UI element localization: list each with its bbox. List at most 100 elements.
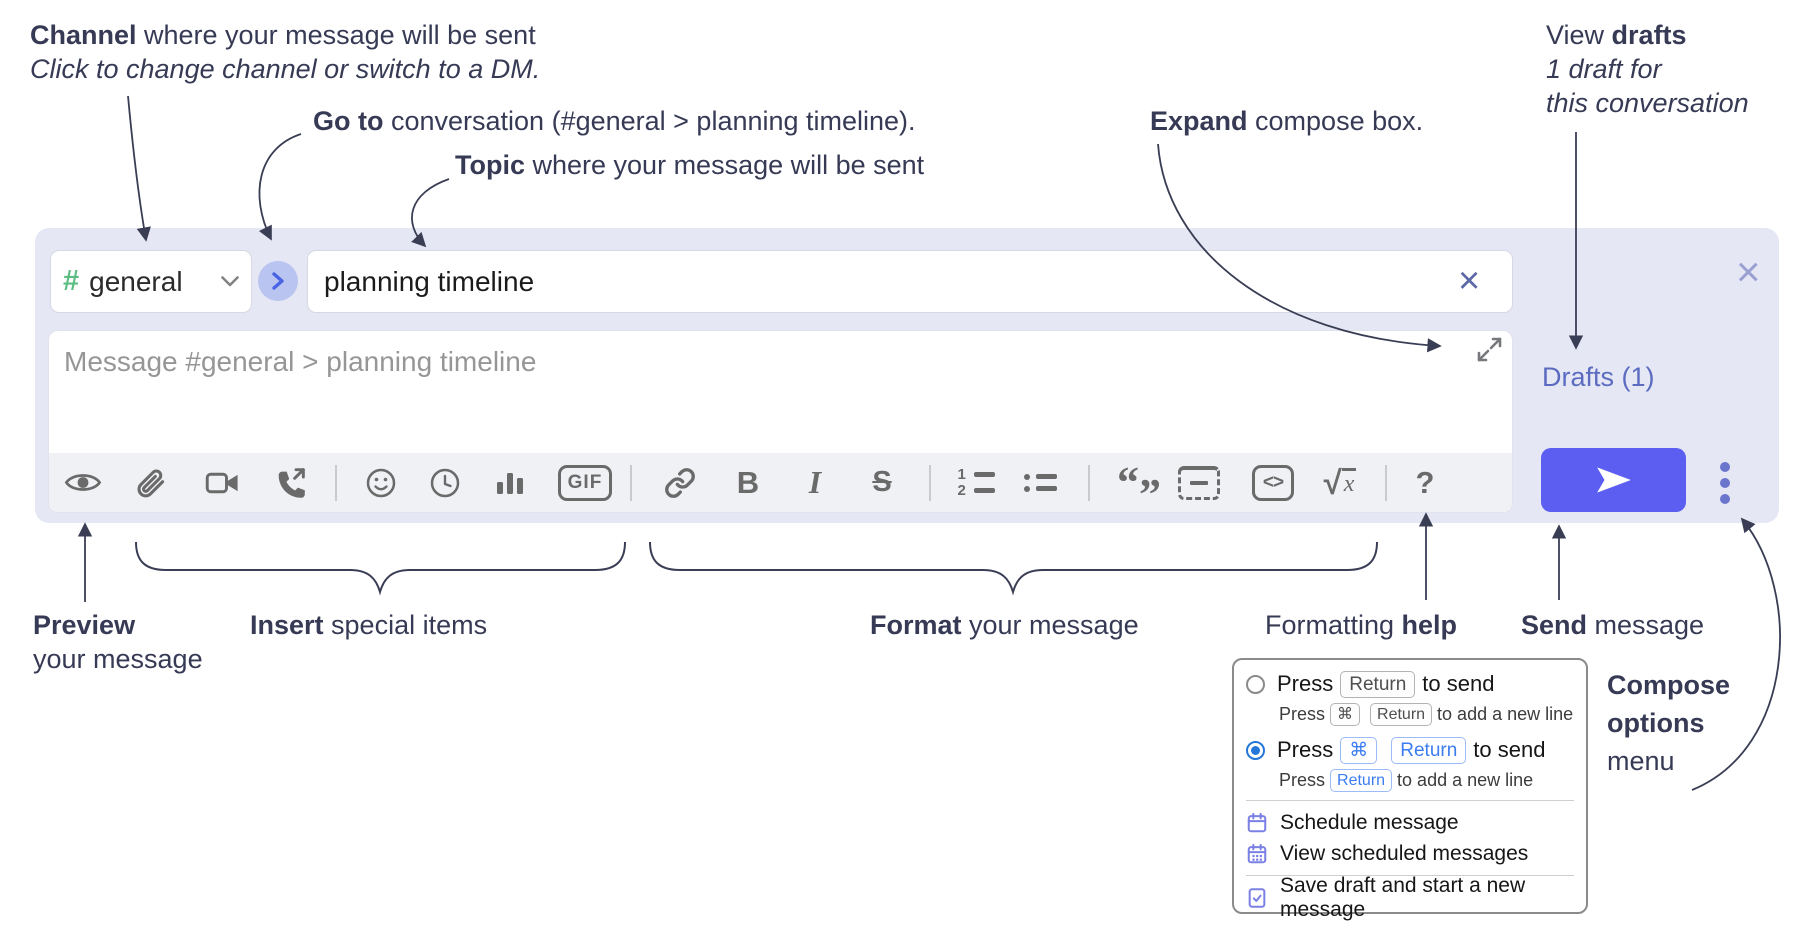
- radio-unselected-icon[interactable]: [1246, 674, 1265, 694]
- annotation-format-rest: your message: [961, 610, 1139, 640]
- italic-icon: I: [808, 464, 822, 500]
- annotation-formatting-help: Formatting help: [1265, 608, 1457, 642]
- go-to-conversation-button[interactable]: [258, 261, 298, 301]
- annotation-expand: Expand compose box.: [1150, 104, 1423, 138]
- bar-chart-icon: [497, 472, 523, 494]
- link-icon: [665, 467, 695, 498]
- numbered-list-button[interactable]: 1 2: [948, 453, 1004, 512]
- annotation-formatting-help-pre: Formatting: [1265, 610, 1402, 640]
- message-textarea[interactable]: [50, 332, 1474, 458]
- attach-file-button[interactable]: [122, 453, 178, 512]
- toolbar-divider: [1385, 465, 1387, 501]
- quote-icon: “”: [1117, 460, 1161, 516]
- paperclip-icon: [137, 469, 165, 497]
- annotation-view-drafts-line2: 1 draft for: [1546, 54, 1662, 84]
- menu-item-view-scheduled[interactable]: View scheduled messages: [1246, 838, 1586, 869]
- compose-options-button[interactable]: [1707, 453, 1743, 512]
- annotation-goto-rest: conversation (#general > planning timeli…: [383, 106, 916, 136]
- math-icon: √x: [1323, 463, 1357, 501]
- send-option-cmd-enter-sub: Press Return to add a new line: [1279, 766, 1586, 794]
- send-option-enter[interactable]: Press Return to send: [1246, 668, 1586, 700]
- topic-input[interactable]: [307, 250, 1513, 313]
- brace-format-message: [649, 541, 1378, 596]
- poll-button[interactable]: [482, 453, 538, 512]
- bold-button[interactable]: B: [720, 453, 776, 512]
- toolbar-divider: [630, 465, 632, 501]
- option-subtext: to add a new line: [1437, 703, 1574, 724]
- return-key-badge: Return: [1340, 670, 1416, 698]
- annotation-insert-rest: special items: [323, 610, 488, 640]
- annotation-view-drafts-bold: drafts: [1611, 20, 1687, 50]
- italic-button[interactable]: I: [787, 453, 843, 512]
- ellipsis-dot: [1720, 493, 1730, 504]
- option-text: Press: [1277, 671, 1334, 696]
- quote-button[interactable]: “”: [1111, 453, 1167, 516]
- code-button[interactable]: <>: [1245, 453, 1301, 512]
- send-plane-icon: [1596, 467, 1631, 493]
- video-call-button[interactable]: [195, 453, 251, 512]
- quote-close-glyph: ”: [1139, 469, 1161, 519]
- math-button[interactable]: √x: [1312, 453, 1368, 512]
- annotation-preview: Preview your message: [33, 608, 203, 676]
- cmd-key-badge: ⌘: [1330, 702, 1361, 726]
- annotation-view-drafts: View drafts 1 draft for this conversatio…: [1546, 18, 1749, 120]
- connector-channel-arrow: [127, 95, 151, 242]
- annotation-channel: Channel where your message will be sent …: [30, 18, 540, 86]
- topic-clear-button[interactable]: ×: [1458, 260, 1481, 302]
- time-button[interactable]: [417, 453, 473, 512]
- return-key-badge: Return: [1391, 736, 1467, 764]
- preview-button[interactable]: [55, 453, 111, 512]
- send-button[interactable]: [1541, 448, 1686, 512]
- menu-item-schedule-message[interactable]: Schedule message: [1246, 807, 1586, 838]
- formatting-help-button[interactable]: ?: [1397, 453, 1453, 512]
- option-subtext: Press: [1279, 769, 1326, 790]
- menu-item-save-draft[interactable]: Save draft and start a new message: [1246, 874, 1586, 921]
- annotation-topic: Topic where your message will be sent: [455, 148, 924, 182]
- compose-toolbar: [49, 453, 1512, 512]
- audio-call-button[interactable]: [262, 453, 318, 512]
- toolbar-divider: [335, 465, 337, 501]
- channel-selector[interactable]: # general: [50, 250, 252, 313]
- annotation-channel-bold: Channel: [30, 20, 137, 50]
- annotation-formatting-help-bold: help: [1401, 610, 1458, 640]
- return-key-badge: Return: [1370, 702, 1433, 726]
- return-key-badge: Return: [1330, 768, 1393, 792]
- strikethrough-button[interactable]: S: [854, 453, 910, 512]
- cmd-key-badge: ⌘: [1340, 736, 1378, 764]
- bulleted-list-button[interactable]: [1012, 453, 1068, 512]
- expand-compose-icon[interactable]: [1476, 336, 1503, 368]
- annotation-goto: Go to conversation (#general > planning …: [313, 104, 916, 138]
- send-option-cmd-enter[interactable]: Press ⌘ Return to send: [1246, 734, 1586, 766]
- option-text: to send: [1422, 671, 1495, 696]
- option-text: to send: [1473, 737, 1546, 762]
- annotation-insert: Insert special items: [250, 608, 487, 642]
- annotation-insert-bold: Insert: [250, 610, 324, 640]
- menu-item-label: View scheduled messages: [1280, 841, 1529, 865]
- menu-item-label: Schedule message: [1280, 810, 1459, 834]
- compose-close-button[interactable]: ×: [1736, 248, 1761, 295]
- annotation-send-rest: message: [1587, 610, 1705, 640]
- calendar-icon: [1246, 812, 1268, 834]
- emoji-button[interactable]: [353, 453, 409, 512]
- question-mark-icon: ?: [1415, 464, 1435, 500]
- phone-outgoing-icon: [278, 467, 305, 498]
- annotation-send-bold: Send: [1521, 610, 1588, 640]
- link-button[interactable]: [652, 453, 708, 512]
- strikethrough-icon: S: [872, 466, 892, 498]
- radio-selected-icon[interactable]: [1246, 740, 1265, 760]
- gif-button[interactable]: GIF: [557, 453, 613, 512]
- clock-icon: [430, 468, 460, 497]
- chevron-right-icon: [272, 272, 284, 290]
- bold-icon: B: [736, 464, 760, 500]
- eye-icon: [64, 474, 102, 491]
- ellipsis-dot: [1720, 461, 1730, 472]
- annotation-channel-sub: Click to change channel or switch to a D…: [30, 54, 541, 84]
- drafts-link[interactable]: Drafts (1): [1542, 362, 1655, 392]
- annotation-channel-rest: where your message will be sent: [136, 20, 536, 50]
- document-check-icon: [1246, 887, 1268, 909]
- annotation-topic-bold: Topic: [455, 150, 525, 180]
- sqrt-glyph: √: [1323, 463, 1342, 501]
- annotation-format-bold: Format: [870, 610, 962, 640]
- spoiler-button[interactable]: [1171, 453, 1227, 512]
- annotation-compose-options: Compose options menu: [1607, 666, 1730, 780]
